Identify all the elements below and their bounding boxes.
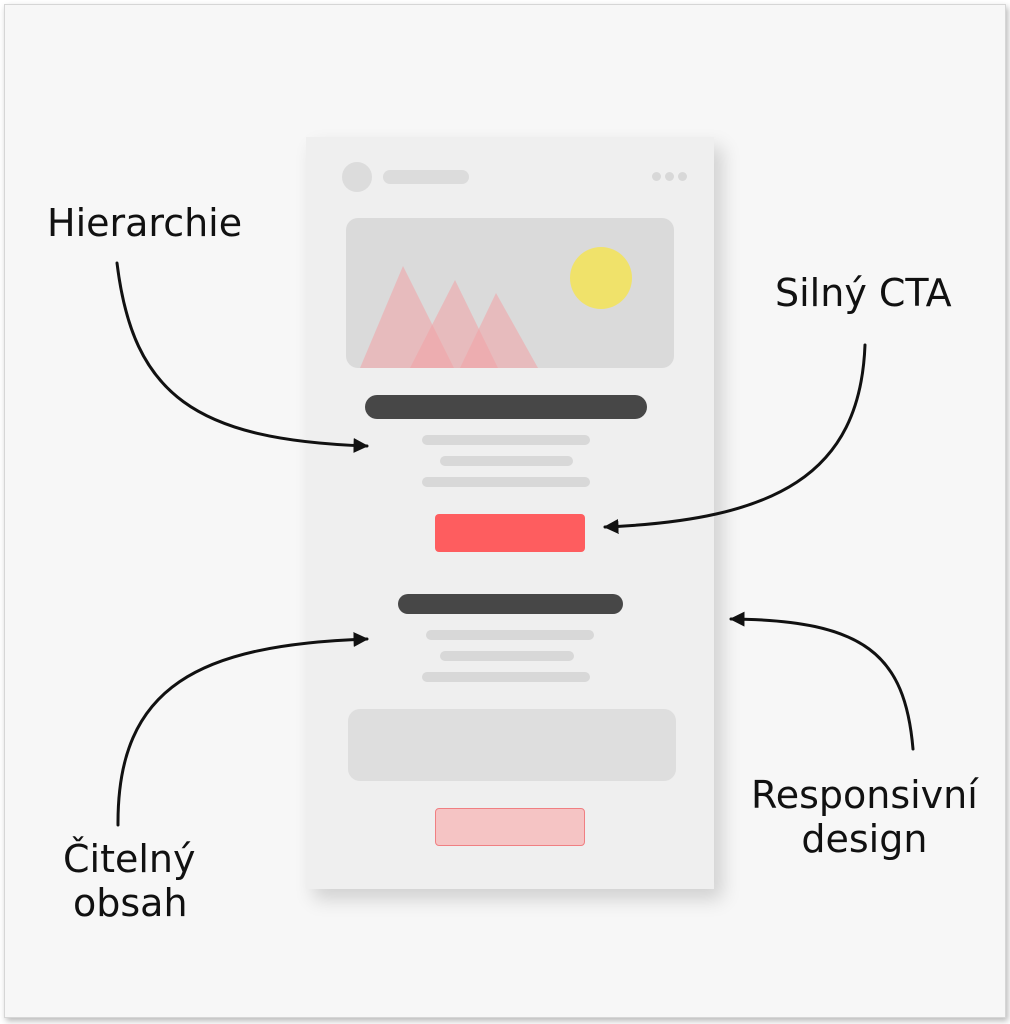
annotation-arrows: [115, 261, 915, 827]
hero-image-placeholder: [346, 218, 674, 368]
text-line-placeholder: [422, 435, 590, 445]
diagram-canvas: Hierarchie Silný CTA Čitelný obsah Respo…: [4, 4, 1006, 1018]
label-responsive-line-2: design: [801, 817, 928, 862]
label-responsive-design: Responsivní design: [751, 773, 978, 862]
text-line-placeholder: [440, 456, 573, 466]
text-line-placeholder: [422, 672, 590, 682]
content-card-placeholder: [348, 709, 676, 781]
mountain-shape-3: [460, 293, 538, 368]
sun-icon: [570, 247, 632, 309]
label-readable-content: Čitelný obsah: [63, 837, 196, 926]
arrow-responsive: [729, 611, 915, 751]
label-readable-line-2: obsah: [73, 881, 188, 926]
text-line-placeholder: [440, 651, 574, 661]
more-dots-icon: [652, 172, 661, 181]
arrow-cta: [603, 343, 867, 534]
more-dots-icon-dot-2: [665, 172, 674, 181]
cta-button-primary: [435, 514, 585, 552]
phone-wireframe: [306, 137, 714, 889]
heading-placeholder-1: [365, 395, 647, 419]
label-strong-cta: Silný CTA: [775, 271, 952, 315]
label-readable-line-1: Čitelný: [63, 837, 196, 881]
label-responsive-line-1: Responsivní: [751, 773, 978, 817]
more-dots-icon-dot-3: [678, 172, 687, 181]
avatar: [342, 162, 372, 192]
arrow-readable: [116, 631, 369, 827]
text-line-placeholder: [426, 630, 594, 640]
text-line-placeholder: [422, 477, 590, 487]
cta-button-secondary: [435, 808, 585, 846]
app-title-placeholder: [383, 170, 469, 184]
heading-placeholder-2: [398, 594, 623, 614]
arrow-hierarchy: [115, 261, 369, 454]
label-hierarchy: Hierarchie: [47, 201, 243, 245]
mountain-sun-image-icon: [360, 247, 632, 368]
